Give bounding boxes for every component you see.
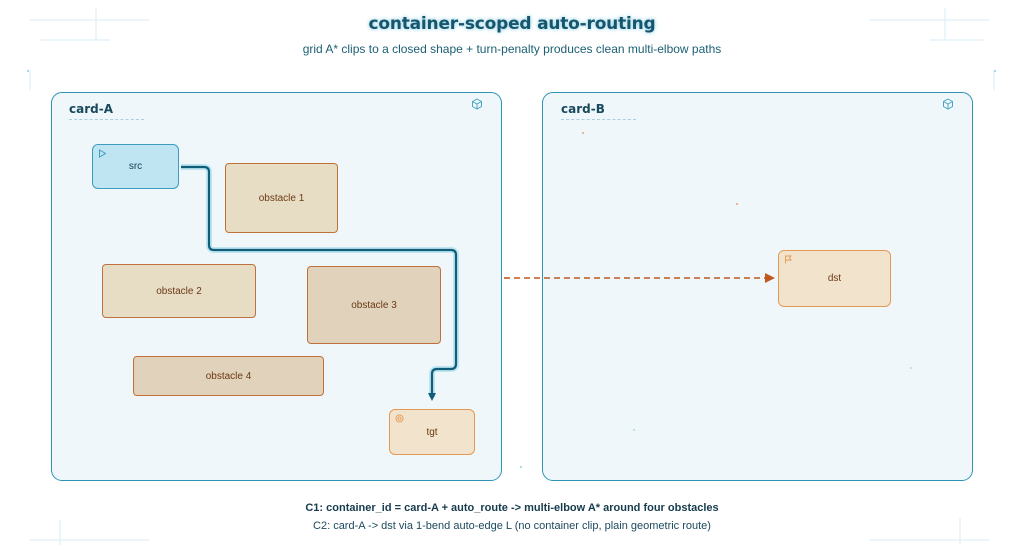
container-label-underline xyxy=(69,119,144,120)
container-label-card-b: card-B xyxy=(561,102,605,116)
decorative-dot xyxy=(736,203,738,205)
target-icon xyxy=(395,414,404,423)
node-label: src xyxy=(128,161,143,172)
diagram-subtitle: grid A* clips to a closed shape + turn-p… xyxy=(302,42,722,56)
diagram-title: container-scoped auto-routing xyxy=(368,14,656,34)
obstacle-1[interactable]: obstacle 1 xyxy=(225,163,338,233)
node-dst[interactable]: dst xyxy=(778,250,891,307)
play-icon xyxy=(99,149,107,158)
caption-c2: C2: card-A -> dst via 1-bend auto-edge L… xyxy=(313,520,711,532)
decorative-dot xyxy=(910,367,912,369)
decorative-dot xyxy=(994,70,996,72)
node-label: dst xyxy=(827,273,842,284)
node-src[interactable]: src xyxy=(92,144,179,189)
edge-src-to-tgt[interactable] xyxy=(181,165,458,401)
node-tgt[interactable]: tgt xyxy=(389,409,475,455)
cube-icon xyxy=(943,98,953,110)
decorative-dot xyxy=(27,70,29,72)
container-card-b[interactable] xyxy=(542,92,973,481)
decorative-dot xyxy=(520,466,522,468)
node-label: obstacle 4 xyxy=(205,370,252,382)
node-label: obstacle 2 xyxy=(156,285,202,297)
container-label-card-a: card-A xyxy=(69,102,113,116)
decorative-dot xyxy=(582,132,584,134)
cube-icon xyxy=(472,98,482,110)
edge-src-to-tgt-halo xyxy=(181,164,459,397)
caption-c1: C1: container_id = card-A + auto_route -… xyxy=(305,502,719,514)
node-label: obstacle 1 xyxy=(258,192,305,204)
flag-icon xyxy=(785,255,792,264)
obstacle-3[interactable]: obstacle 3 xyxy=(307,266,441,344)
container-label-underline xyxy=(561,119,636,120)
node-label: tgt xyxy=(426,426,438,438)
decorative-dot xyxy=(633,429,635,431)
node-label: obstacle 3 xyxy=(351,299,397,311)
obstacle-2[interactable]: obstacle 2 xyxy=(102,264,256,318)
obstacle-4[interactable]: obstacle 4 xyxy=(133,356,324,396)
